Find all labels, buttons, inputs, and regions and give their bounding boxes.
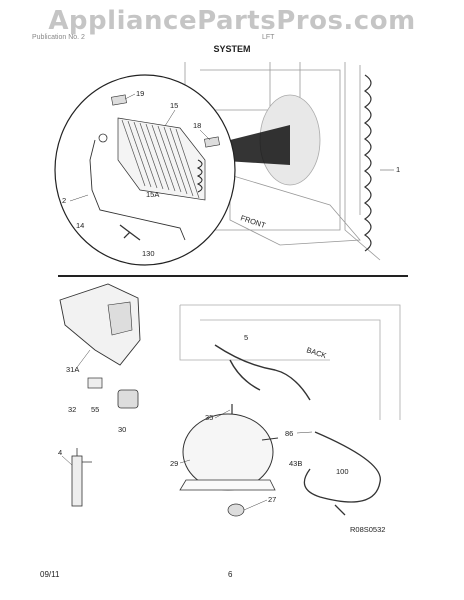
label-15a: 15A xyxy=(146,190,159,199)
relay-30 xyxy=(117,389,139,409)
grommet xyxy=(227,503,245,517)
label-55: 55 xyxy=(91,405,99,414)
label-1: 1 xyxy=(396,165,400,174)
label-front: FRONT xyxy=(239,213,267,230)
label-2: 2 xyxy=(62,196,66,205)
overload-32 xyxy=(87,377,103,389)
label-15: 15 xyxy=(170,101,178,110)
label-18: 18 xyxy=(193,121,201,130)
filter-dryer xyxy=(71,455,83,507)
diagram-code: R08S0532 xyxy=(350,525,385,534)
section-title: SYSTEM xyxy=(213,44,251,54)
footer-page: 6 xyxy=(228,570,233,579)
tube-14 xyxy=(89,139,186,241)
footer-date: 09/11 xyxy=(40,570,60,579)
pad-18 xyxy=(204,136,220,148)
label-30: 30 xyxy=(118,425,126,434)
label-130: 130 xyxy=(142,249,155,258)
label-back: BACK xyxy=(305,345,327,360)
model-label: LFT xyxy=(262,34,275,41)
label-35: 35 xyxy=(205,413,213,422)
label-100: 100 xyxy=(336,467,349,476)
publication-label: Publication No. 2 xyxy=(32,34,85,41)
watermark: AppliancePartsPros.com xyxy=(48,6,416,36)
label-5: 5 xyxy=(244,333,248,342)
label-32: 32 xyxy=(68,405,76,414)
label-27: 27 xyxy=(268,495,276,504)
label-14: 14 xyxy=(76,221,84,230)
wiring-harness xyxy=(214,344,311,401)
label-4: 4 xyxy=(58,448,62,457)
label-31a: 31A xyxy=(66,365,79,374)
compressor xyxy=(179,404,279,491)
part-130 xyxy=(119,224,141,241)
tube-100 xyxy=(303,431,381,516)
label-19: 19 xyxy=(136,89,144,98)
label-43b: 43B xyxy=(289,459,302,468)
sensor xyxy=(98,133,108,143)
label-86: 86 xyxy=(285,429,293,438)
condenser-coil xyxy=(363,74,372,252)
label-29: 29 xyxy=(170,459,178,468)
lower-cabinet xyxy=(179,304,401,420)
evaporator xyxy=(117,117,206,201)
